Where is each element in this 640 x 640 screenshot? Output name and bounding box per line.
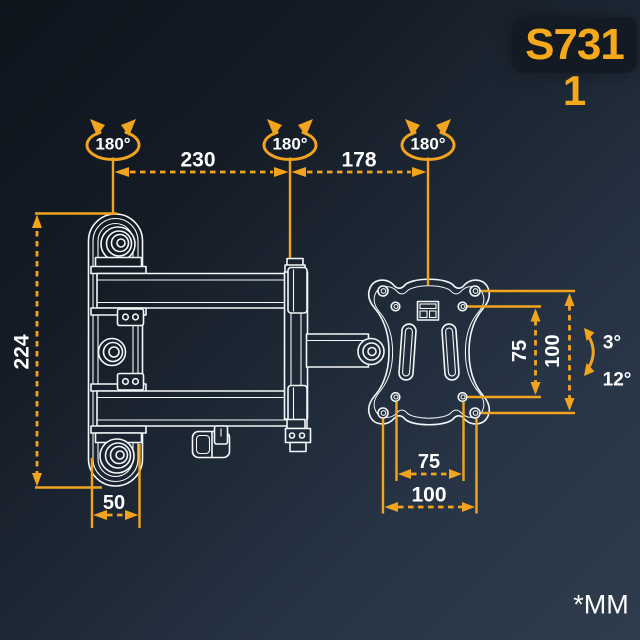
vesa-holes-outer [377,285,481,419]
plate-height-label: 224 [10,334,34,370]
model-variant: 1 [562,67,587,114]
upper-arm [90,272,294,316]
span-178-label: 178 [341,148,377,172]
tilt-arrow-icon [584,328,595,376]
units-note: *MM [573,589,629,620]
dimension-75-vertical [467,305,541,399]
bottom-swivel-joint [99,438,135,474]
dimension-50 [90,444,141,528]
swivel-vesa-label: 180° [410,134,446,154]
top-swivel-joint [90,226,147,275]
rotation-arrow-icon-elbow [262,119,318,258]
rotation-arrow-icon-wall [85,119,141,214]
bracket-tab-lower [116,372,145,391]
model-number: S731 [525,20,625,69]
vesa-holes-inner [390,301,468,403]
vesa-100v-label: 100 [542,334,564,368]
dimension-230 [114,167,289,177]
dimension-178 [291,167,427,177]
lower-arm [90,383,294,444]
rotation-arrow-icon-vesa [400,119,456,285]
extension-arm [305,333,385,368]
swivel-wall-label: 180° [95,134,131,154]
swivel-elbow-label: 180° [272,134,308,154]
cable-clip [191,425,231,459]
wall-plate-center-hole [97,337,127,367]
plate-width-label: 50 [102,492,126,514]
vesa-75h-label: 75 [417,451,441,473]
tilt-down-label: 12° [602,369,632,391]
tilt-up-label: 3° [602,332,622,354]
elbow-column [283,257,312,453]
dimension-100-vertical [481,289,575,415]
vesa-slot-rail-right [441,323,460,381]
bracket-tab-upper [116,308,145,327]
vesa-plate [367,278,491,426]
dimension-75-horizontal [395,402,465,481]
vesa-slot-rail-left [398,323,417,381]
span-230-label: 230 [180,148,216,172]
dimension-100-horizontal [381,418,478,514]
vesa-75v-label: 75 [509,339,531,363]
vesa-100h-label: 100 [411,483,447,507]
vesa-label-box [416,300,440,321]
model-badge: S731 [512,17,637,73]
